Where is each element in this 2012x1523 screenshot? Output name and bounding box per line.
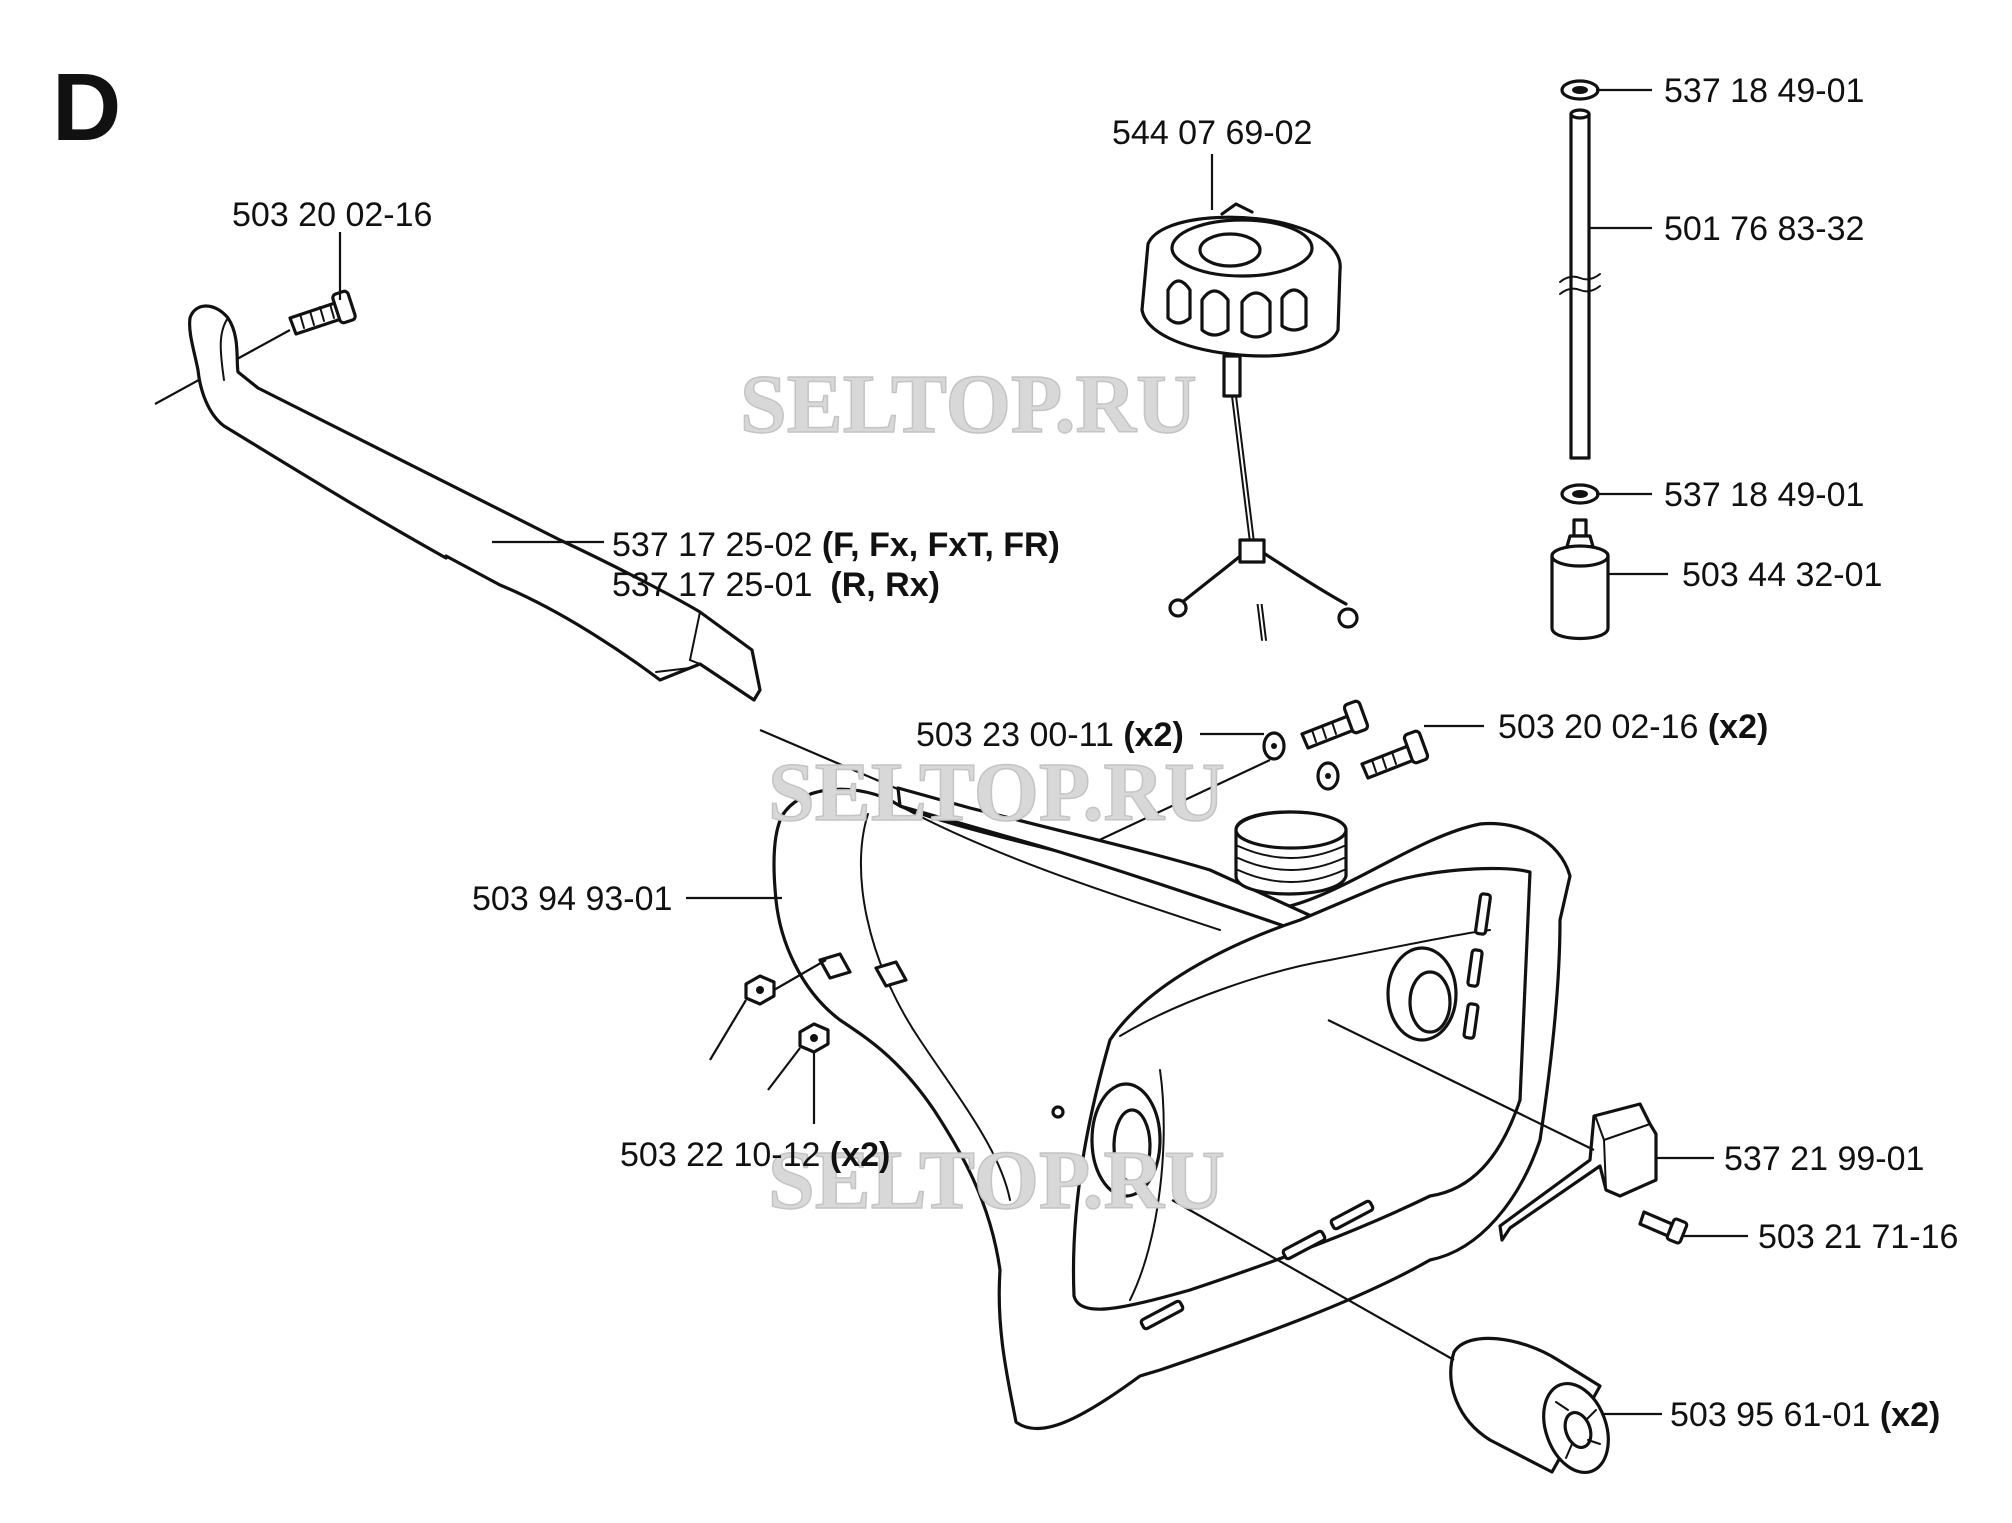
screw-with-washer	[1262, 699, 1370, 761]
label-nut: 503 22 10-12 (x2)	[620, 1136, 890, 1174]
label-screw-washer-number: 503 23 00-11	[916, 716, 1114, 754]
label-nut-number: 503 22 10-12	[620, 1136, 820, 1174]
fuel-hose	[1559, 108, 1601, 460]
fuel-cap	[1140, 202, 1359, 641]
label-oring-bottom: 537 18 49-01	[1664, 476, 1864, 514]
nut-axis-line-1	[709, 999, 747, 1061]
label-bolt-top: 503 20 02-16	[232, 196, 432, 234]
label-tube-f: 537 17 25-02 (F, Fx, FxT, FR)	[612, 526, 1060, 564]
screw-axis-line	[1077, 759, 1271, 851]
handle-tube	[188, 304, 762, 702]
damper	[1449, 1336, 1610, 1475]
bracket	[1498, 1102, 1658, 1242]
label-fuel-filter: 503 44 32-01	[1682, 556, 1882, 594]
label-fuel-tank: 503 94 93-01	[472, 880, 672, 918]
watermark-3: SELTOP.RU	[768, 1134, 1225, 1227]
fuel-tank	[772, 786, 1572, 1431]
label-damper: 503 95 61-01 (x2)	[1670, 1396, 1940, 1434]
label-bracket-screw: 503 21 71-16	[1758, 1218, 1958, 1256]
bracket-axis-line	[1327, 1019, 1595, 1151]
bolt-top	[288, 289, 357, 336]
label-tube-f-variants: (F, Fx, FxT, FR)	[822, 526, 1060, 564]
label-tube-r-number: 537 17 25-01	[612, 566, 812, 604]
oring-bottom	[1560, 483, 1600, 505]
label-bracket: 537 21 99-01	[1724, 1140, 1924, 1178]
label-tube-r: 537 17 25-01 (R, Rx)	[612, 566, 940, 604]
watermark-1: SELTOP.RU	[740, 358, 1197, 451]
label-tube-r-variants: (R, Rx)	[830, 566, 940, 604]
label-damper-qty: (x2)	[1880, 1396, 1940, 1434]
bracket-screw	[1638, 1210, 1689, 1245]
label-tube-f-number: 537 17 25-02	[612, 526, 812, 564]
bolt-pair	[1316, 729, 1430, 791]
label-bolt-pair: 503 20 02-16 (x2)	[1498, 708, 1768, 746]
fuel-filter	[1550, 518, 1610, 641]
label-fuel-hose: 501 76 83-32	[1664, 210, 1864, 248]
oring-top	[1560, 79, 1600, 101]
label-screw-washer: 503 23 00-11 (x2)	[916, 716, 1184, 754]
label-bolt-pair-qty: (x2)	[1708, 708, 1768, 746]
damper-axis-line	[1171, 1199, 1455, 1361]
nut-pair	[744, 974, 830, 1054]
label-oring-top: 537 18 49-01	[1664, 72, 1864, 110]
nut-axis-line-3	[773, 959, 827, 991]
label-screw-washer-qty: (x2)	[1123, 716, 1183, 754]
label-bolt-pair-number: 503 20 02-16	[1498, 708, 1698, 746]
label-nut-qty: (x2)	[830, 1136, 890, 1174]
watermark-2: SELTOP.RU	[768, 746, 1225, 839]
section-letter: D	[52, 54, 121, 161]
label-fuel-cap: 544 07 69-02	[1112, 114, 1312, 152]
nut-axis-line-2	[767, 1047, 801, 1091]
label-damper-number: 503 95 61-01	[1670, 1396, 1870, 1434]
tube-axis-line	[759, 728, 901, 792]
